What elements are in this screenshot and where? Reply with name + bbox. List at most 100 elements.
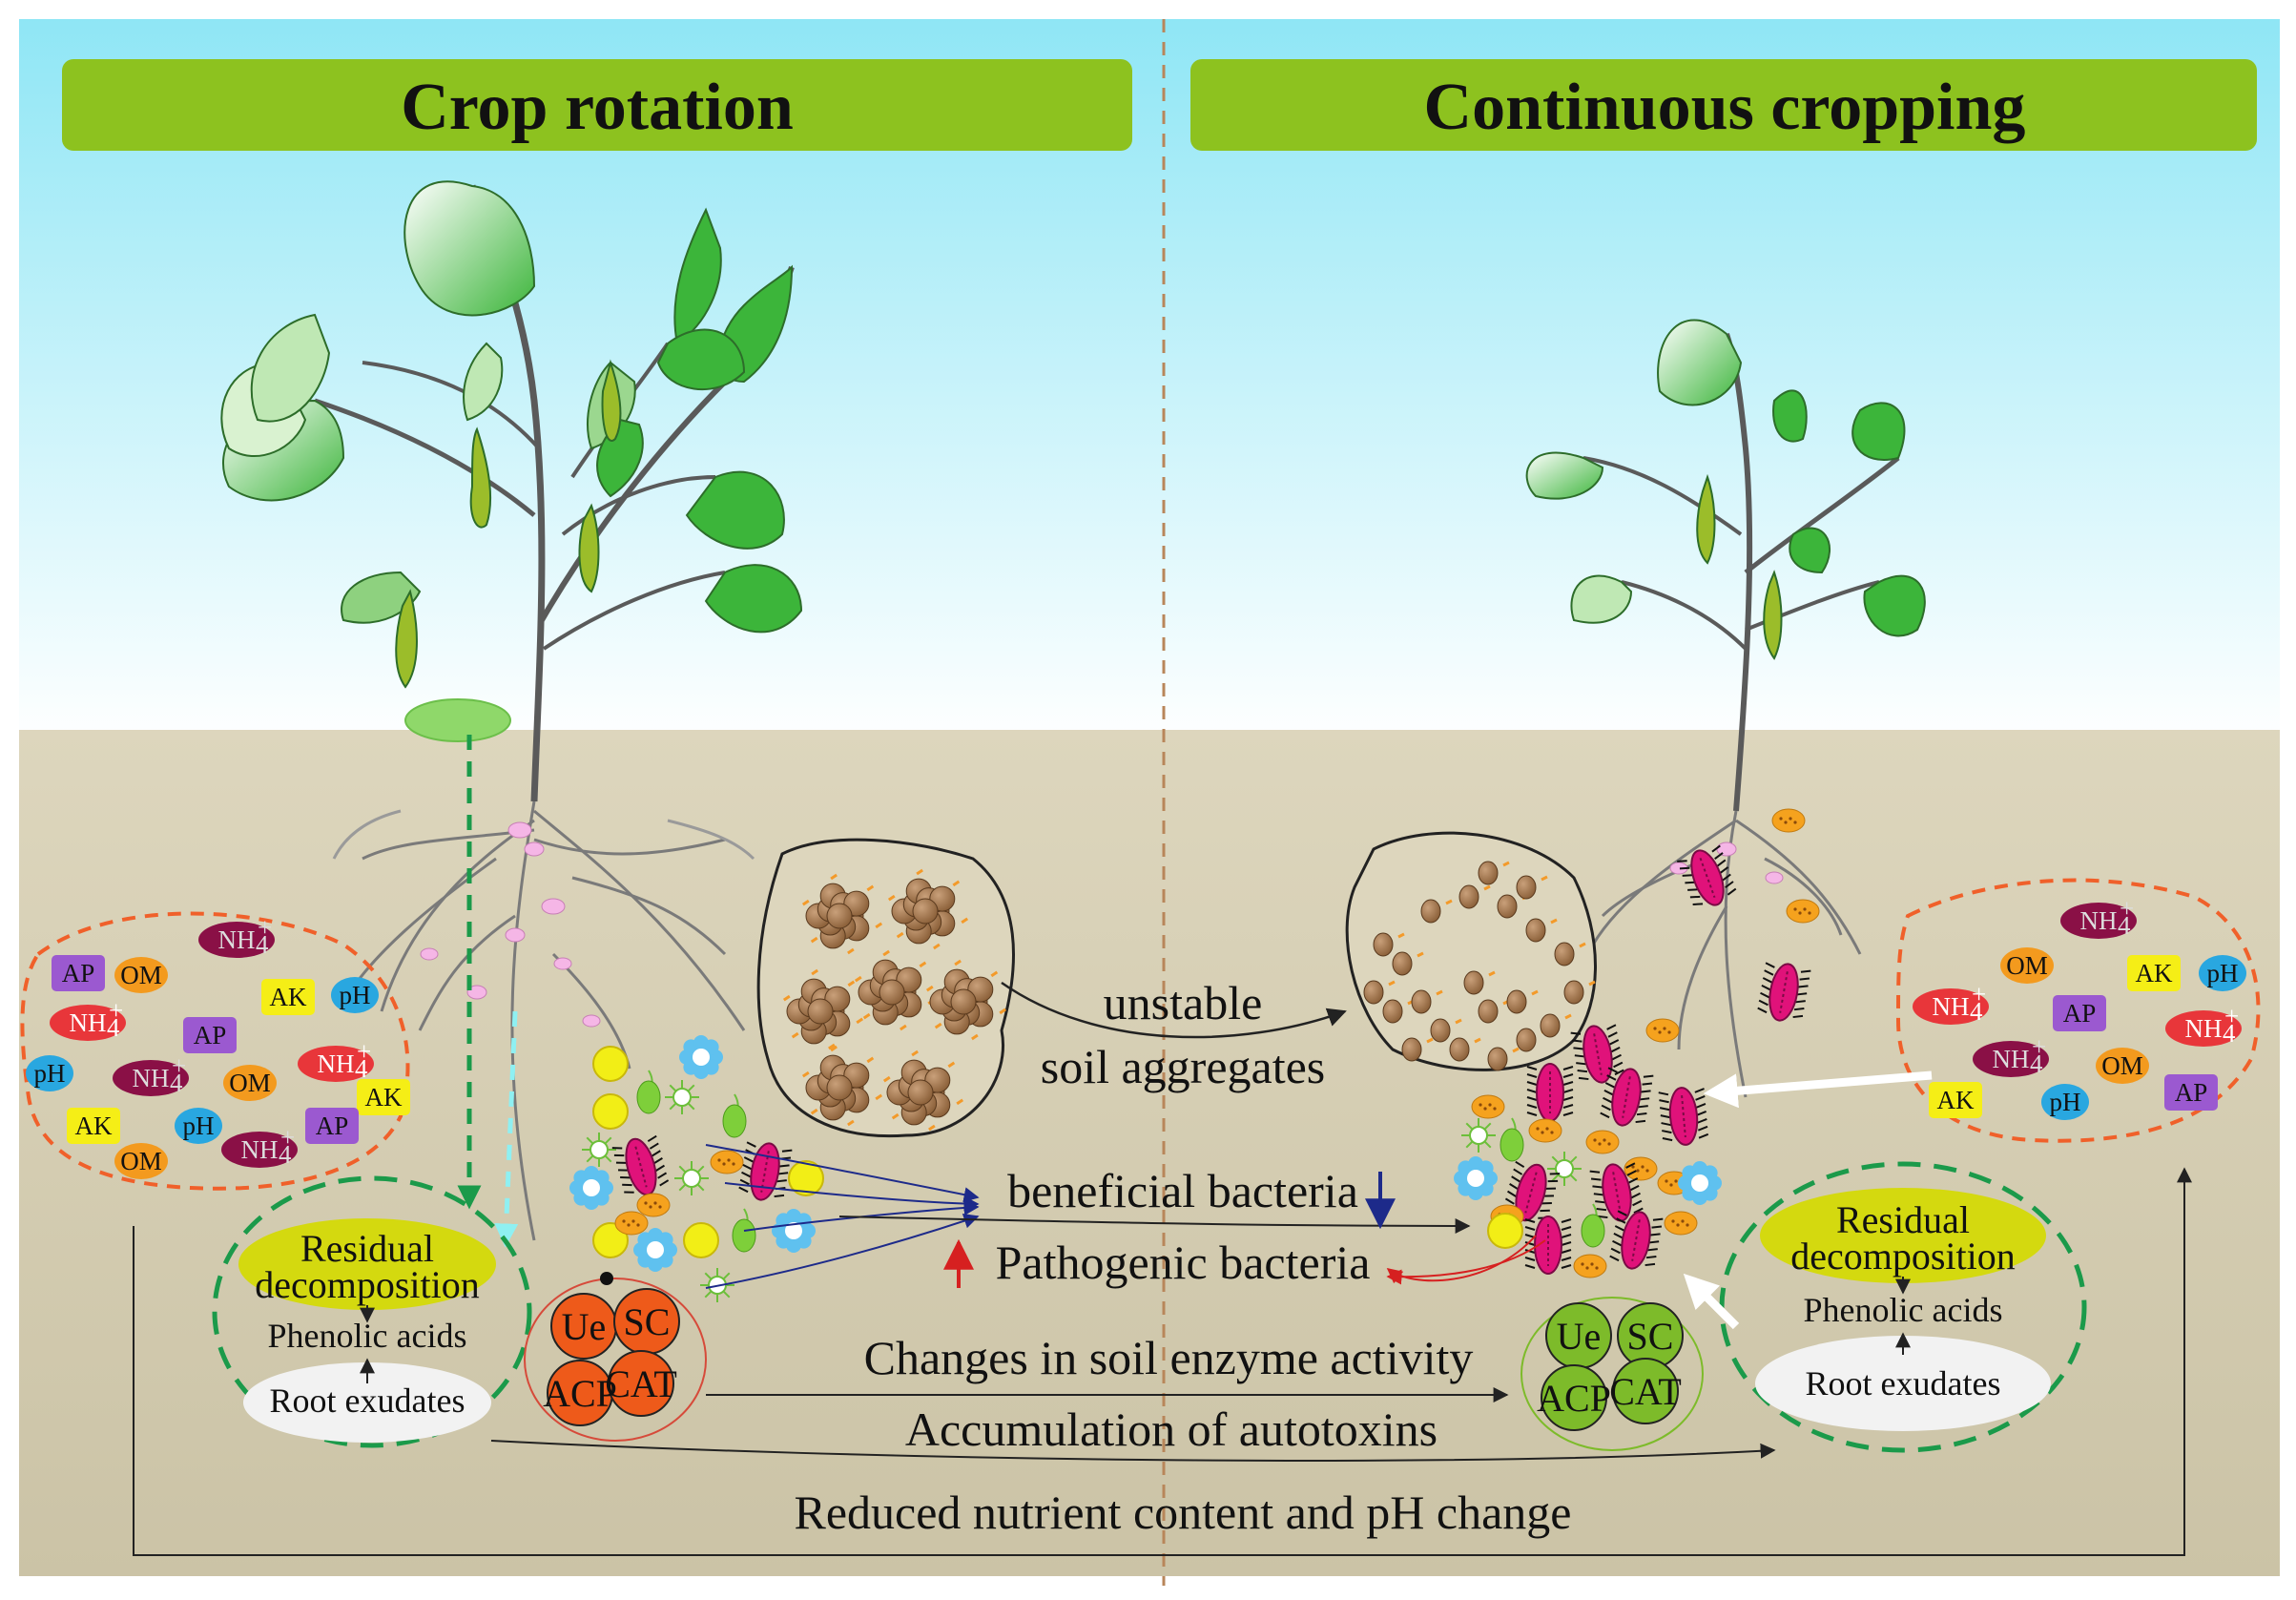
leaf-icon <box>1789 527 1831 574</box>
right-phenolic: Phenolic acids <box>1804 1291 2003 1329</box>
svg-text:OM: OM <box>2101 1051 2143 1080</box>
svg-text:AP: AP <box>2063 999 2097 1028</box>
soil-grain <box>1458 884 1479 909</box>
beneficial-microbe-icon <box>788 1160 824 1196</box>
green-cell-icon <box>732 1208 756 1253</box>
left-residual-box: Residual decomposition Phenolic acids Ro… <box>212 1175 532 1448</box>
aggregate-label-line2: soil aggregates <box>1041 1040 1326 1093</box>
nutrient-chip-om: OM <box>2000 947 2054 984</box>
soil-grain <box>1430 1018 1451 1043</box>
green-cell-icon <box>722 1093 747 1138</box>
right-plant <box>1525 319 1926 812</box>
svg-text:+: + <box>109 996 123 1025</box>
left-title-banner: Crop rotation <box>62 59 1132 151</box>
svg-text:OM: OM <box>120 1147 162 1175</box>
soil-grain-fragment <box>1397 932 1405 939</box>
nutrient-chip-ph: pH <box>175 1108 222 1144</box>
autotoxin-label: Accumulation of autotoxins <box>905 1403 1438 1456</box>
soil-grain-fragment <box>1512 1047 1520 1053</box>
beneficial-microbe-icon <box>592 1222 629 1258</box>
green-microbe-icon <box>1461 1118 1496 1153</box>
soil-grain <box>1363 980 1384 1005</box>
orange-microbe-icon <box>1573 1254 1607 1278</box>
left-root-nodules <box>420 821 601 1028</box>
right-root-exudates: Root exudates <box>1806 1364 2001 1403</box>
svg-text:NH: NH <box>218 925 256 954</box>
soil-grain <box>1449 1037 1470 1062</box>
soil-grain-fragment <box>1445 899 1453 905</box>
aggregate-clump <box>882 1049 964 1132</box>
pathogen-icon <box>1677 844 1737 906</box>
enzyme-change-label: Changes in soil enzyme activity <box>864 1331 1474 1384</box>
nutrient-chip-om: OM <box>223 1065 277 1101</box>
soil-grain-fragment <box>1436 989 1443 996</box>
nutrient-chip-ak: AK <box>261 979 315 1015</box>
svg-text:AK: AK <box>270 983 307 1011</box>
svg-text:4: 4 <box>170 1069 183 1097</box>
green-cell-icon <box>1500 1117 1524 1162</box>
left-residual-line1: Residual <box>300 1227 434 1270</box>
right-enzymes: Ue SC ACP CAT <box>1520 1297 1704 1451</box>
leaf-icon <box>1525 451 1604 500</box>
enzyme-acp-label: ACP <box>543 1372 617 1415</box>
nutrient-chip-ph: pH <box>2199 955 2246 991</box>
green-cell-icon <box>636 1070 661 1114</box>
enzyme-sc-label: SC <box>1627 1315 1674 1358</box>
nutrient-chip-ak: AK <box>357 1079 410 1115</box>
beneficial-microbe-icon <box>1487 1213 1523 1249</box>
svg-text:4: 4 <box>355 1054 368 1083</box>
pathogen-icon <box>1502 1160 1561 1222</box>
soil-grain <box>1373 932 1394 957</box>
leaf-icon <box>1851 402 1906 461</box>
aggregate-clump <box>887 868 969 950</box>
soil-grain-fragment <box>1426 1037 1434 1044</box>
svg-text:AK: AK <box>365 1083 403 1112</box>
nutrient-chip-ph: pH <box>2041 1084 2089 1120</box>
soil-grain <box>1506 989 1527 1014</box>
orange-microbe-icon <box>1664 1211 1698 1236</box>
fallen-leaf-icon <box>404 698 511 742</box>
stable-aggregate-clumps <box>782 868 1007 1132</box>
left-microbes <box>569 1035 824 1302</box>
orange-microbe-icon <box>1528 1118 1562 1143</box>
left-root-exudates: Root exudates <box>270 1382 465 1420</box>
blue-microbe-icon <box>679 1035 723 1079</box>
nutrient-chip-ak: AK <box>2127 955 2181 991</box>
blue-microbe-icon <box>772 1209 816 1253</box>
orange-microbe-icon <box>1786 899 1820 924</box>
leaf-icon <box>1570 574 1633 624</box>
left-residual-line2: decomposition <box>255 1263 480 1306</box>
soil-grain-fragment <box>1455 1018 1462 1025</box>
enzyme-sc-label: SC <box>624 1300 671 1343</box>
soil-grain <box>1487 1047 1508 1071</box>
svg-text:+: + <box>258 913 272 942</box>
svg-text:+: + <box>172 1051 186 1080</box>
orange-microbe-icon <box>1471 1094 1505 1119</box>
soil-grain <box>1401 1037 1422 1062</box>
nutrient-chip-ap: AP <box>305 1108 359 1144</box>
svg-text:+: + <box>280 1123 295 1152</box>
svg-text:OM: OM <box>120 961 162 989</box>
svg-text:+: + <box>357 1037 371 1066</box>
beneficial-microbe-icon <box>592 1046 629 1082</box>
pod-icon <box>1763 570 1783 660</box>
pathogen-icon <box>1570 1024 1624 1084</box>
nutrient-chip-ap: AP <box>2053 995 2106 1031</box>
pathogenic-label: Pathogenic bacteria <box>996 1236 1371 1289</box>
green-microbe-icon <box>1547 1152 1582 1186</box>
nutrient-chip-ak: AK <box>67 1108 120 1144</box>
orange-microbe-icon <box>1624 1156 1658 1181</box>
svg-text:NH: NH <box>70 1008 107 1037</box>
svg-text:OM: OM <box>2006 951 2048 980</box>
svg-text:4: 4 <box>107 1013 120 1042</box>
beneficial-label: beneficial bacteria <box>1007 1164 1358 1217</box>
soil-grain-fragment <box>1588 980 1596 987</box>
svg-text:NH: NH <box>1993 1045 2030 1073</box>
blue-microbe-icon <box>1454 1156 1498 1200</box>
root-dashed-arrow <box>494 1010 519 1248</box>
svg-text:NH: NH <box>1933 992 1970 1021</box>
